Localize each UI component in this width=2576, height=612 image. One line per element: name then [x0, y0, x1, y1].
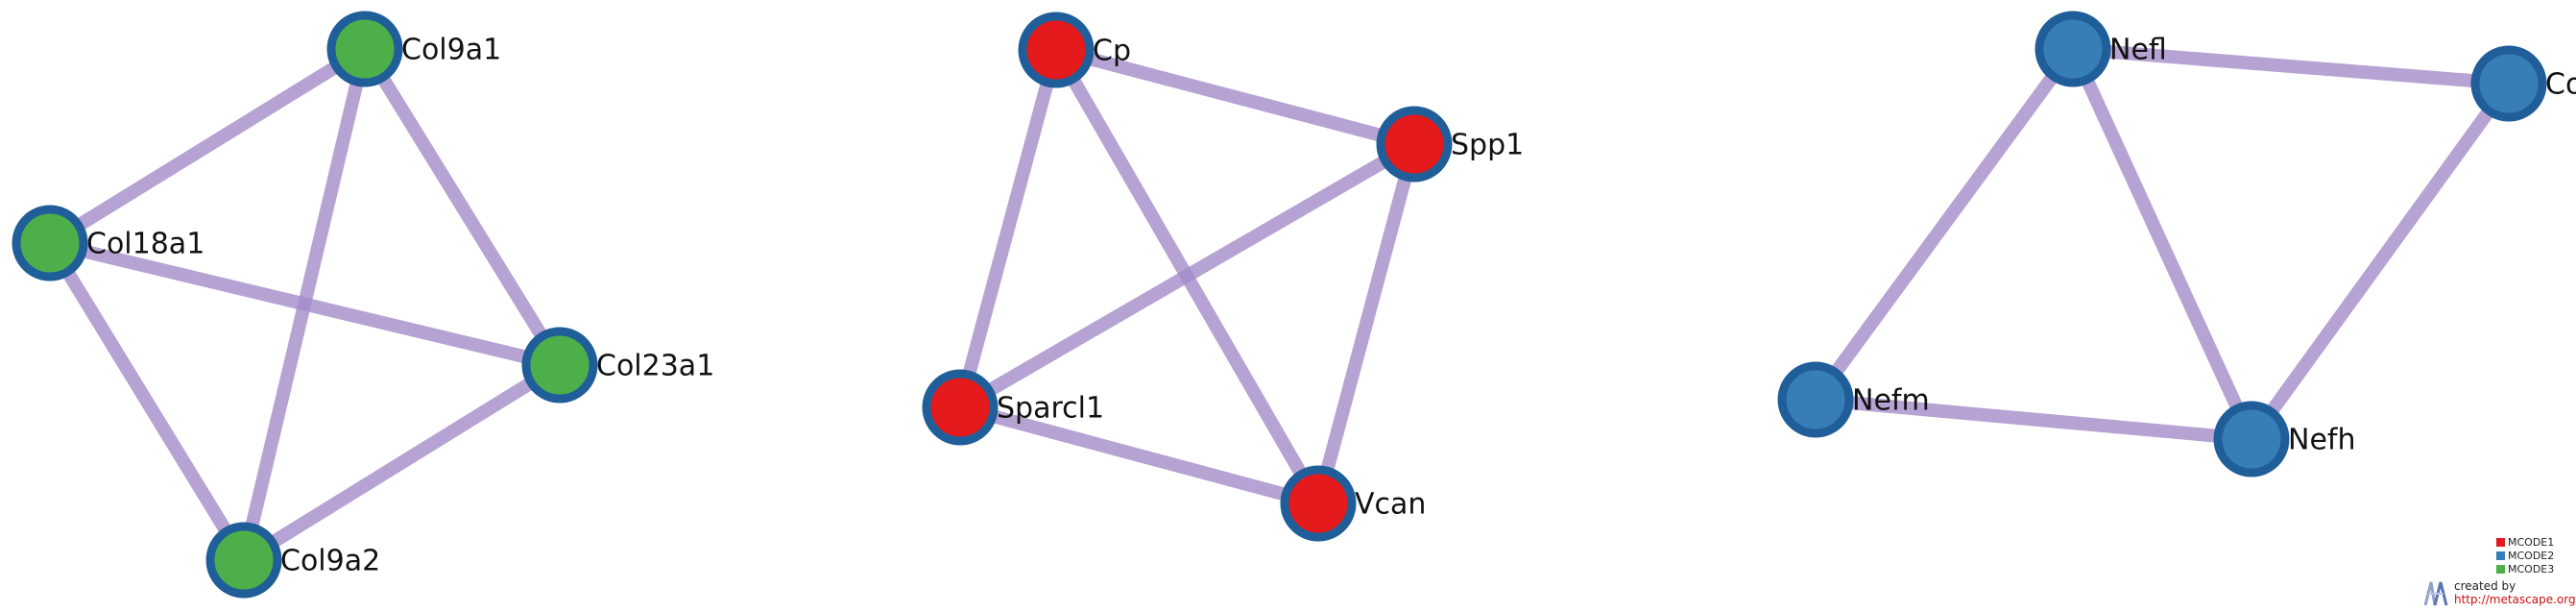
node-label: Col9a2: [280, 545, 380, 578]
node-label: Vcan: [1355, 488, 1426, 522]
edge-nefl-co_partial: [2072, 42, 2510, 90]
node-circle[interactable]: [1018, 12, 1095, 88]
legend-swatch: [2496, 537, 2505, 547]
node-circle[interactable]: [1777, 361, 1854, 438]
legend-swatch: [2496, 551, 2505, 560]
legend-swatch: [2496, 564, 2505, 574]
node-co[interactable]: Co: [2470, 45, 2576, 122]
legend-item-mcode2: MCODE2: [2496, 549, 2554, 562]
edges-layer: [44, 42, 2515, 566]
node-label: Spp1: [1451, 129, 1524, 162]
edge-spp1-vcan: [1312, 142, 1421, 505]
node-cp[interactable]: Cp: [1018, 12, 1131, 88]
node-circle[interactable]: [205, 522, 282, 599]
node-circle[interactable]: [2034, 11, 2111, 87]
node-label: Sparcl1: [997, 392, 1104, 426]
edge-nefm-nefh: [1815, 393, 2252, 446]
legend-label: MCODE3: [2508, 562, 2555, 575]
node-circle[interactable]: [326, 11, 403, 87]
node-label: Col18a1: [86, 228, 205, 261]
metascape-logo-icon: [2423, 581, 2448, 606]
node-vcan[interactable]: Vcan: [1280, 465, 1426, 542]
edge-col23a1-col9a2: [240, 359, 564, 566]
node-col23a1[interactable]: Col23a1: [521, 327, 714, 404]
legend-item-mcode3: MCODE3: [2496, 562, 2554, 575]
node-spp1[interactable]: Spp1: [1376, 106, 1524, 183]
node-label: Col23a1: [596, 350, 714, 383]
edge-cp-spp1: [1054, 43, 1416, 151]
node-nefh[interactable]: Nefh: [2213, 401, 2355, 477]
edge-cp-sparcl1: [953, 48, 1063, 409]
node-nefl[interactable]: Nefl: [2034, 11, 2167, 87]
node-col18a1[interactable]: Col18a1: [12, 205, 205, 282]
node-circle[interactable]: [12, 205, 88, 282]
node-circle[interactable]: [521, 327, 598, 404]
node-circle[interactable]: [2470, 45, 2547, 122]
credit-created-by: created by: [2454, 579, 2516, 593]
edge-sparcl1-vcan: [958, 401, 1320, 510]
node-col9a1[interactable]: Col9a1: [326, 11, 501, 87]
node-label: Nefh: [2288, 424, 2355, 457]
edge-spp1-sparcl1: [956, 137, 1418, 414]
legend-item-mcode1: MCODE1: [2496, 535, 2554, 549]
node-circle[interactable]: [1376, 106, 1453, 183]
metascape-credit: created by http://metascape.org: [2422, 578, 2576, 607]
node-label: Co: [2545, 68, 2576, 102]
node-col9a2[interactable]: Col9a2: [205, 522, 380, 599]
edge-col9a1-col23a1: [359, 45, 566, 369]
legend-label: MCODE1: [2508, 535, 2555, 549]
node-circle[interactable]: [2213, 401, 2290, 477]
edge-nefl-nefh: [2066, 46, 2258, 442]
node-nefm[interactable]: Nefm: [1777, 361, 1930, 438]
node-label: Col9a1: [401, 34, 501, 67]
node-circle[interactable]: [922, 369, 999, 446]
node-label: Nefm: [1852, 384, 1930, 418]
edge-nefl-nefm: [1810, 44, 2079, 404]
legend-label: MCODE2: [2508, 549, 2555, 562]
node-circle[interactable]: [1280, 465, 1357, 542]
edge-co_partial-nefh: [2246, 79, 2515, 444]
edge-col9a1-col18a1: [46, 43, 369, 249]
edge-col18a1-col9a2: [44, 239, 250, 564]
node-label: Nefl: [2109, 34, 2167, 67]
edge-col18a1-col23a1: [48, 236, 562, 372]
node-sparcl1[interactable]: Sparcl1: [922, 369, 1104, 446]
node-label: Cp: [1093, 35, 1131, 68]
credit-url-link[interactable]: http://metascape.org: [2454, 593, 2576, 606]
